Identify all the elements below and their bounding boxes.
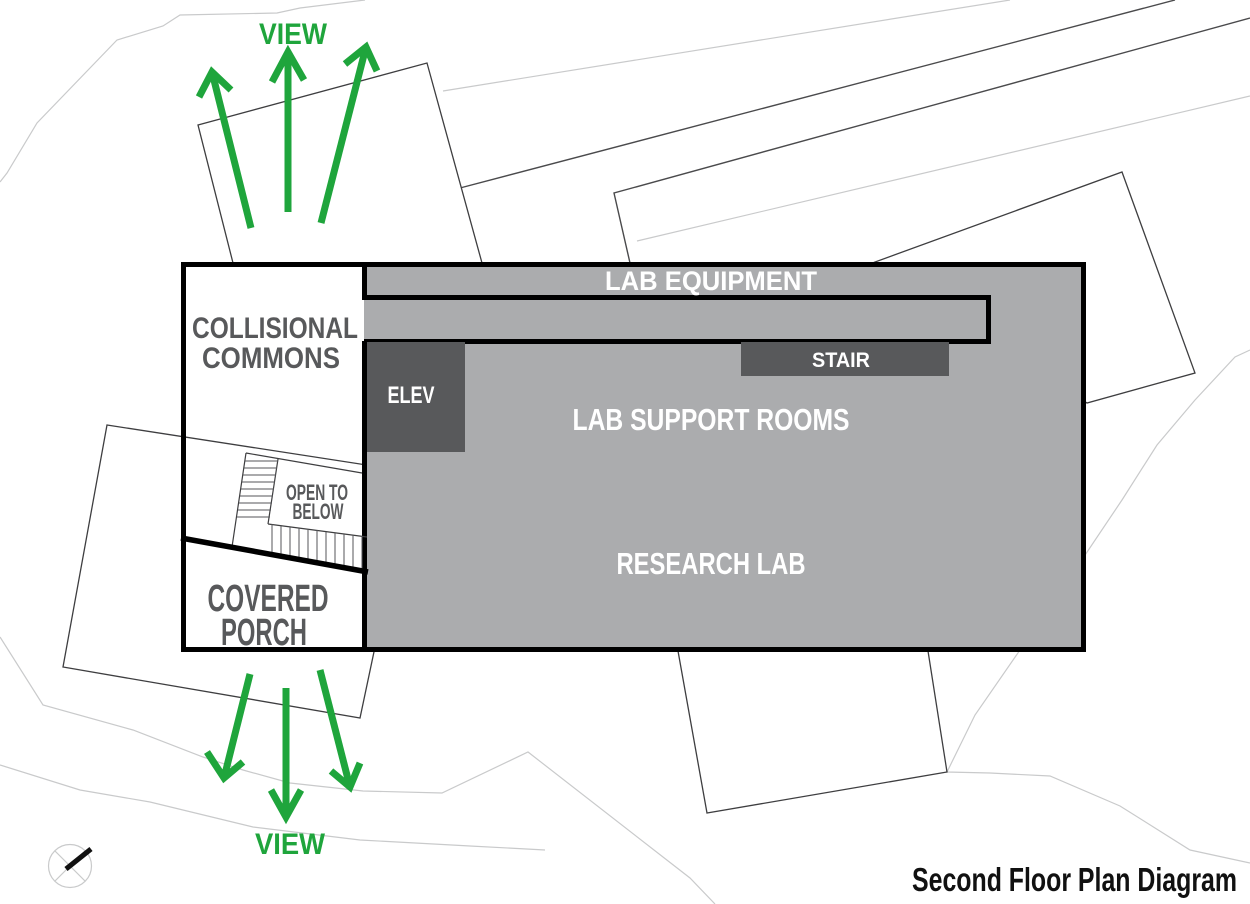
- road-line-light-1: [442, 0, 1011, 92]
- label-covered-porch-line2: PORCH: [221, 612, 307, 654]
- wall-band-left: [362, 264, 367, 300]
- building-shell: [181, 262, 1086, 652]
- label-collisional-commons-line2: COMMONS: [202, 342, 340, 375]
- arrow-down-middle-icon: [267, 688, 305, 825]
- wall-commons-lab: [362, 341, 367, 647]
- building-outline-south: [677, 650, 948, 814]
- contour-bottom-left: [0, 636, 716, 904]
- compass-icon: [47, 843, 93, 889]
- arrow-down-left-icon: [204, 673, 254, 784]
- diagram-caption: Second Floor Plan Diagram: [912, 861, 1237, 898]
- arrow-up-right-icon: [317, 41, 381, 224]
- contour-right: [946, 349, 1250, 864]
- main-building: [180, 262, 1086, 652]
- label-open-to-below-line2: BELOW: [293, 499, 344, 524]
- contour-top-left: [0, 0, 366, 183]
- zone-lab-gray: [364, 267, 1081, 647]
- label-covered-porch-line1: COVERED: [208, 578, 329, 620]
- view-label-top: VIEW: [259, 18, 328, 51]
- stair-treads-upper: [237, 460, 278, 518]
- label-lab-equipment: LAB EQUIPMENT: [605, 266, 817, 296]
- label-lab-support-rooms: LAB SUPPORT ROOMS: [573, 402, 850, 437]
- corridor: [364, 295, 991, 344]
- road-line-dark-2: [613, 17, 1250, 264]
- label-collisional-commons-line1: COLLISIONAL: [192, 312, 358, 345]
- contour-bottom-left-2: [0, 764, 546, 851]
- arrow-up-middle-icon: [268, 44, 308, 212]
- building-outline-west: [62, 424, 413, 719]
- label-research-lab: RESEARCH LAB: [617, 546, 806, 581]
- arrow-down-right-icon: [316, 669, 364, 793]
- label-open-to-below-line1: OPEN TO: [286, 480, 348, 505]
- label-elev: ELEV: [388, 382, 435, 409]
- elevator-core: [367, 342, 465, 452]
- road-line-dark-1: [459, 0, 1176, 189]
- road-line-light-2: [636, 95, 1250, 242]
- site-road-lines: [442, 0, 1250, 264]
- view-arrows-top: VIEW: [195, 18, 381, 229]
- compass-circle: [47, 843, 93, 889]
- site-building-outlines: [62, 62, 1196, 814]
- compass-needle: [64, 847, 93, 871]
- building-outline-top-wing: [197, 62, 483, 264]
- stair-treads-lower: [271, 524, 363, 571]
- porch-divider-wall: [180, 535, 369, 575]
- stair-core: [741, 342, 949, 376]
- label-stair: STAIR: [812, 349, 870, 372]
- room-labels: LAB EQUIPMENT COLLISIONAL COMMONS ELEV S…: [192, 266, 870, 654]
- stair-outline: [231, 452, 368, 548]
- arrow-up-left-icon: [195, 66, 255, 229]
- open-stair: [231, 452, 368, 571]
- view-label-bottom: VIEW: [255, 828, 326, 861]
- view-arrows-bottom: VIEW: [204, 669, 364, 861]
